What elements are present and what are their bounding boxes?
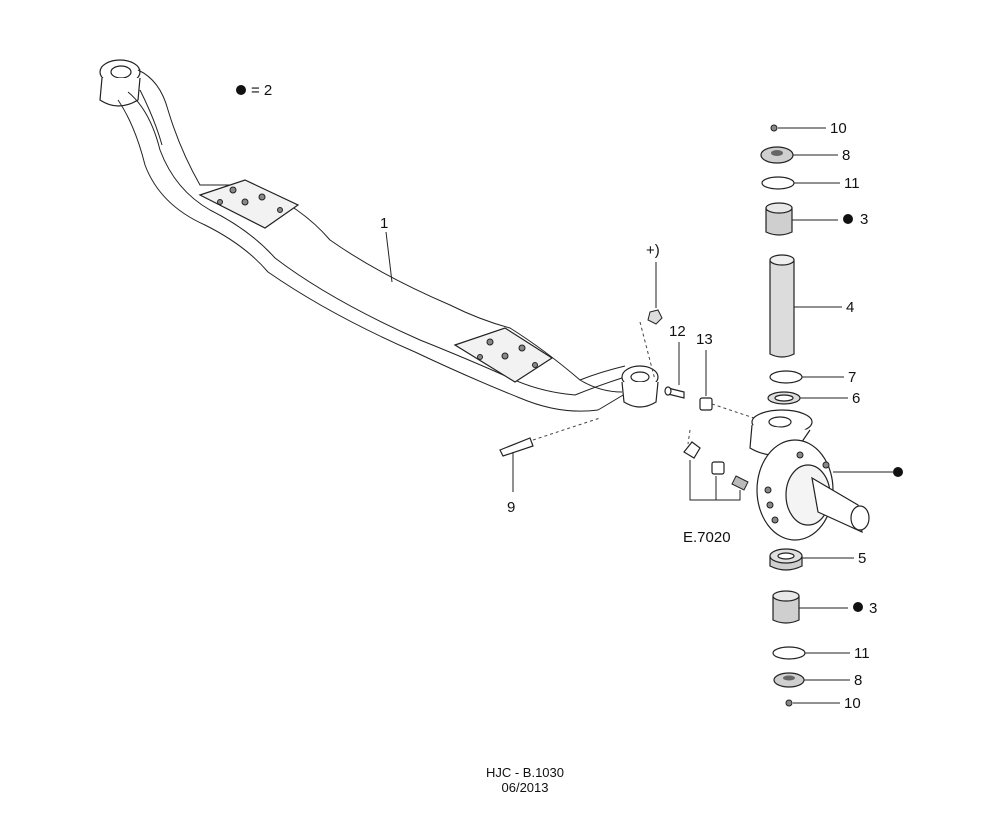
part-11-upper-oring <box>761 176 795 190</box>
part-8-lower-cap <box>773 672 805 688</box>
callout-5: 5 <box>858 550 866 567</box>
callout-8-upper: 8 <box>842 147 850 164</box>
callout-3-upper: 3 <box>860 211 868 228</box>
part-plus-nut <box>639 309 663 381</box>
bushing-lower-dot-icon <box>853 602 863 612</box>
callout-9: 9 <box>507 499 515 516</box>
callout-12: 12 <box>669 323 686 340</box>
footer-date: 06/2013 <box>502 780 549 795</box>
callout-11-upper: 11 <box>844 175 860 192</box>
callout-6: 6 <box>852 390 860 407</box>
part-3-upper-bushing <box>765 202 793 236</box>
legend-text: = 2 <box>251 82 272 99</box>
part-10-lower-grease-nipple <box>785 699 793 707</box>
callout-11-lower: 11 <box>854 645 870 662</box>
part-12-bolt <box>664 386 685 399</box>
legend-dot-icon <box>236 85 246 95</box>
callout-13: 13 <box>696 331 713 348</box>
callout-8-lower: 8 <box>854 672 862 689</box>
part-9-pin <box>499 417 601 457</box>
callout-plus: +) <box>646 242 660 259</box>
part-8-upper-cap <box>760 146 794 164</box>
callout-7: 7 <box>848 369 856 386</box>
part-6-shim <box>767 391 801 405</box>
callout-e7020: E.7020 <box>683 529 731 546</box>
knuckle-dot-icon <box>893 467 903 477</box>
callout-3-lower: 3 <box>869 600 877 617</box>
part-11-lower-oring <box>772 646 806 660</box>
part-e7020-group <box>683 429 749 501</box>
part-4-kingpin <box>769 254 795 358</box>
callout-10-upper: 10 <box>830 120 847 137</box>
steering-knuckle <box>749 409 870 541</box>
footer-code: HJC - B.1030 <box>486 765 564 780</box>
part-3-lower-bushing <box>772 590 800 624</box>
axle-beam <box>99 59 659 412</box>
part-10-upper-grease-nipple <box>770 124 778 132</box>
callout-1: 1 <box>380 215 388 232</box>
callout-10-lower: 10 <box>844 695 861 712</box>
bushing-upper-dot-icon <box>843 214 853 224</box>
part-7-ring <box>769 370 803 384</box>
part-5-thrust-bearing <box>769 548 803 571</box>
callout-4: 4 <box>846 299 854 316</box>
part-13-nut <box>699 397 761 421</box>
